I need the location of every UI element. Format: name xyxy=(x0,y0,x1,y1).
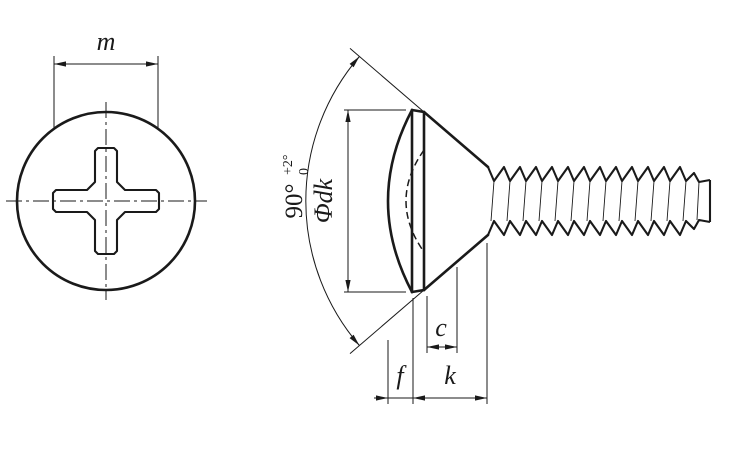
head-top-edge xyxy=(410,108,426,114)
angle-label-group: 90° +2° 0 xyxy=(281,155,312,219)
thread-flank-lines xyxy=(490,180,700,222)
angle-construction-line-top xyxy=(349,48,425,113)
head-outline xyxy=(386,108,490,294)
arrow-arc-bottom-icon xyxy=(349,334,360,346)
thread-profile-bottom xyxy=(487,218,711,237)
dim-f-label: f xyxy=(396,361,407,390)
arrow-f-left-icon xyxy=(376,395,388,401)
arrow-right-icon xyxy=(445,344,457,350)
dim-m-label: m xyxy=(97,27,116,56)
thread-profile-top xyxy=(487,165,711,184)
head-bottom-edge xyxy=(410,288,426,294)
dimension-cone-angle: 90° +2° 0 xyxy=(281,48,425,354)
arrow-arc-top-icon xyxy=(349,56,360,68)
dimension-c: c xyxy=(426,267,458,353)
dim-k-label: k xyxy=(444,361,456,390)
dimension-f-k: f k xyxy=(374,243,488,404)
side-view: 90° +2° 0 Φdk xyxy=(281,48,712,404)
head-outline-circle xyxy=(15,110,197,292)
dim-c-label: c xyxy=(435,313,447,342)
angle-dimension-arc xyxy=(305,56,360,346)
arrow-right-icon xyxy=(146,61,158,67)
dk-label-group: Φdk xyxy=(309,178,338,223)
arrow-shared-icon xyxy=(413,395,425,401)
arrow-left-icon xyxy=(54,61,66,67)
cross-recess-outline xyxy=(51,146,161,256)
dome-curve xyxy=(386,108,414,294)
angle-tolerance-lower: 0 xyxy=(297,168,312,175)
dimension-m: m xyxy=(53,27,159,128)
threaded-shank xyxy=(487,165,712,237)
angle-construction-line-bottom xyxy=(349,289,425,354)
hidden-recess-curve xyxy=(405,149,425,253)
arrow-up-icon xyxy=(345,110,351,122)
front-view: m xyxy=(6,27,207,300)
cone-top-edge xyxy=(422,110,490,169)
angle-label: 90° xyxy=(281,184,308,219)
arrow-left-icon xyxy=(427,344,439,350)
arrow-down-icon xyxy=(345,280,351,292)
dim-dk-label: Φdk xyxy=(309,178,338,223)
arrow-k-right-icon xyxy=(475,395,487,401)
cone-bottom-edge xyxy=(422,233,490,292)
angle-tolerance-upper: +2° xyxy=(281,155,296,176)
dimension-dk: Φdk xyxy=(309,109,406,293)
